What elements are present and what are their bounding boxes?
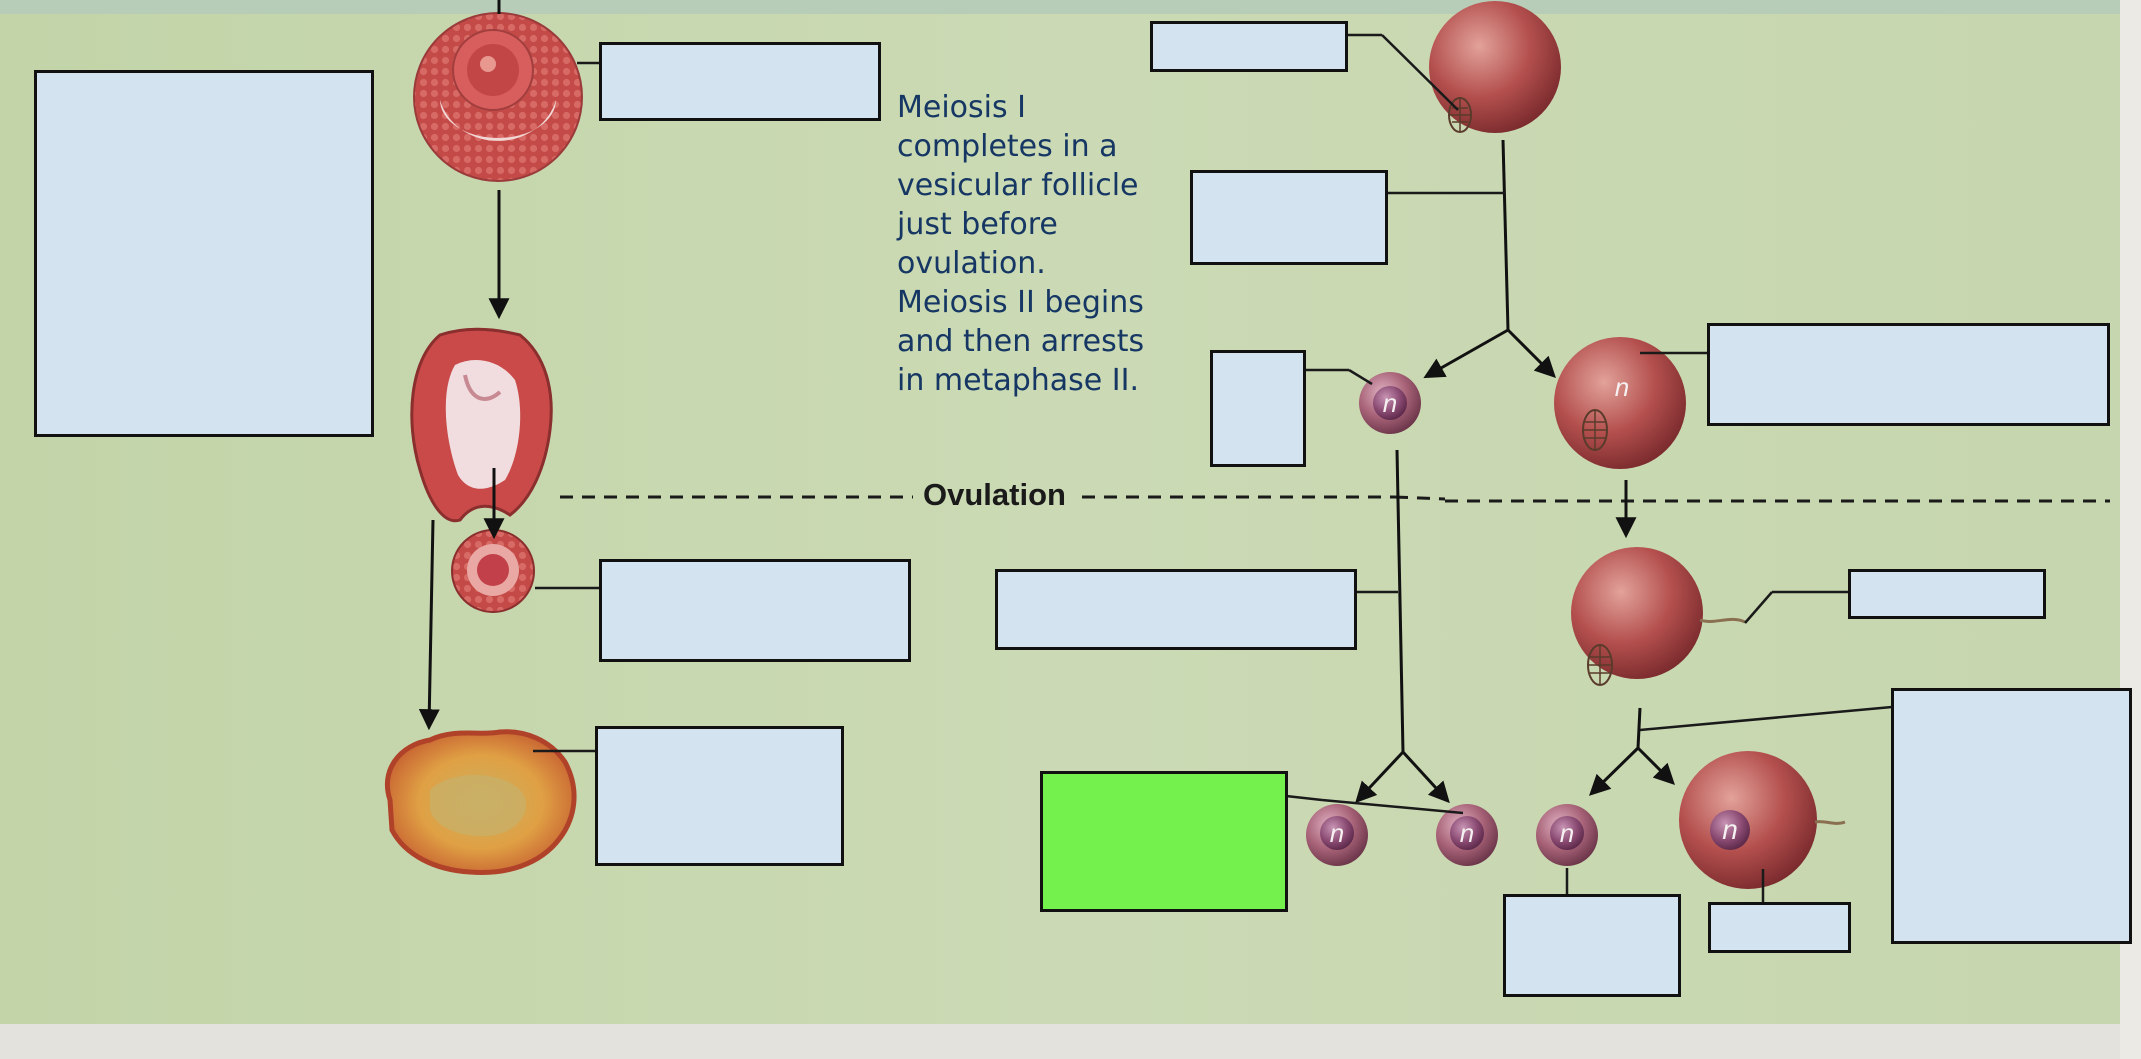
- label-box-ovulated-oocyte[interactable]: [599, 559, 911, 662]
- label-box-meiosis-one[interactable]: [1190, 170, 1388, 265]
- label-box-stage-summary[interactable]: [34, 70, 374, 437]
- haploid-label: n: [1383, 388, 1397, 418]
- label-box-ovum[interactable]: [1708, 902, 1851, 953]
- secondary-oocyte: [1554, 337, 1686, 469]
- label-box-corpus-luteum[interactable]: [595, 726, 844, 866]
- polar-body-b: [1436, 804, 1498, 866]
- ruptured-follicle: [410, 327, 553, 523]
- label-box-vesicular-follicle[interactable]: [599, 42, 881, 121]
- oocyte-with-spindle-top: [1429, 1, 1561, 133]
- label-box-secondary-oocyte[interactable]: [1707, 323, 2110, 426]
- sperm-penetrated-oocyte: [1571, 547, 1746, 686]
- label-box-first-polar-body[interactable]: [1210, 350, 1306, 467]
- haploid-label: n: [1460, 818, 1474, 848]
- ovum: [1679, 751, 1846, 889]
- process-arrows: [418, 0, 1675, 804]
- annotation-line: in metaphase II.: [897, 363, 1140, 398]
- haploid-label: n: [1560, 818, 1574, 848]
- meiosis-annotation: Meiosis I completes in a vesicular folli…: [897, 88, 1197, 400]
- haploid-label: n: [1722, 814, 1738, 845]
- label-box-sperm[interactable]: [1848, 569, 2046, 619]
- label-box-meiosis-two[interactable]: [1891, 688, 2132, 944]
- ovulated-oocyte: [451, 529, 535, 613]
- annotation-line: just before: [897, 207, 1058, 242]
- ovulation-divider: [560, 495, 2110, 503]
- annotation-line: and then arrests: [897, 324, 1145, 359]
- annotation-line: vesicular follicle: [897, 168, 1139, 203]
- vesicular-follicle: [413, 12, 583, 182]
- label-box-highlighted[interactable]: [1040, 771, 1288, 912]
- annotation-line: completes in a: [897, 129, 1118, 164]
- leader-lines: [533, 33, 1893, 902]
- corpus-luteum: [384, 729, 577, 875]
- ovulation-label: Ovulation: [923, 477, 1066, 512]
- label-box-polar-body-division[interactable]: [995, 569, 1357, 650]
- annotation-line: Meiosis II begins: [897, 285, 1144, 320]
- haploid-labels: n n n n n n: [1330, 372, 1738, 848]
- second-polar-body: [1536, 804, 1598, 866]
- annotation-line: ovulation.: [897, 246, 1046, 281]
- polar-body-a: [1306, 804, 1368, 866]
- first-polar-body: [1359, 372, 1421, 434]
- annotation-line: Meiosis I: [897, 90, 1027, 125]
- label-box-primary-oocyte[interactable]: [1150, 21, 1348, 72]
- haploid-label: n: [1615, 372, 1629, 402]
- label-box-second-polar-body[interactable]: [1503, 894, 1681, 997]
- haploid-label: n: [1330, 818, 1344, 848]
